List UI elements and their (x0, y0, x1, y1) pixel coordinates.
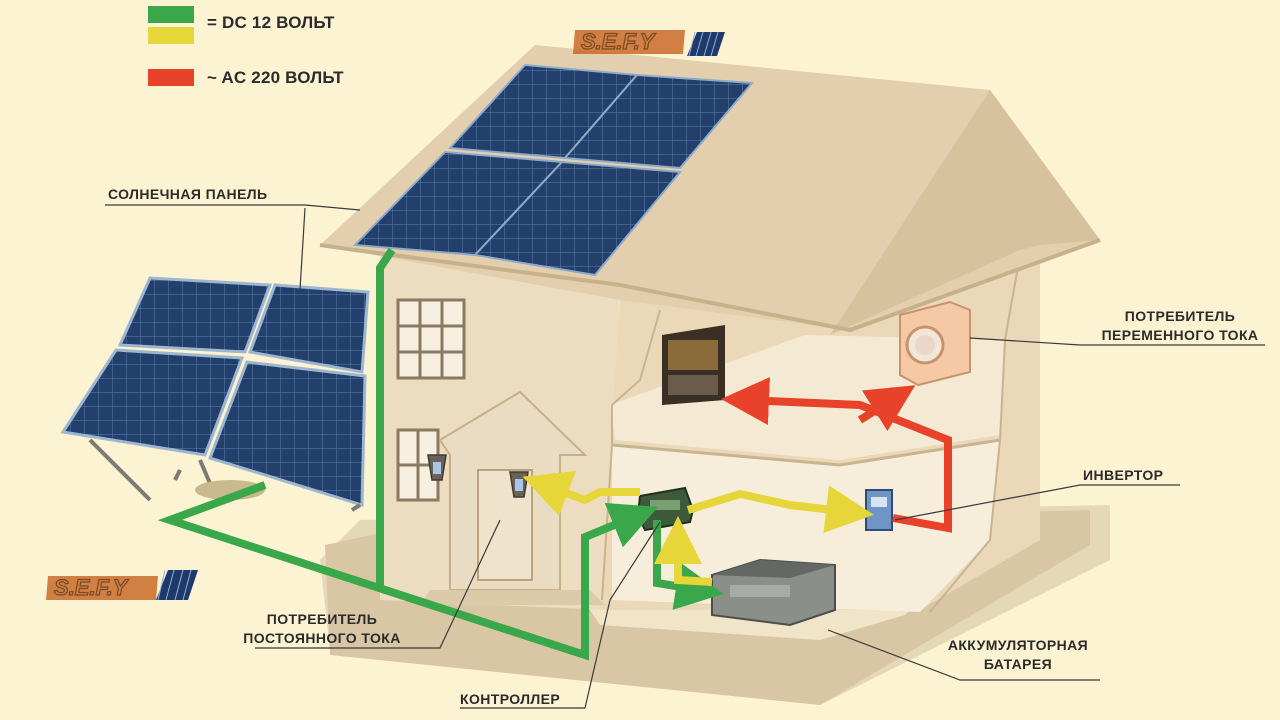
window-upper (396, 298, 466, 380)
legend-dc-label: = DC 12 ВОЛЬТ (207, 13, 335, 32)
label-battery-line1: АККУМУЛЯТОРНАЯ (947, 637, 1089, 653)
controller-icon (636, 486, 695, 532)
wall-edge (601, 309, 661, 601)
ac-wire-inverter-to-loads (721, 377, 952, 533)
dc-wire-roof-to-controller (376, 247, 396, 585)
dc-wire-battery-to-controller (654, 516, 713, 586)
sefy-logo-roof: S.E.F.Y (573, 28, 725, 57)
label-ac-consumer-line1: ПОТРЕБИТЕЛЬ (1124, 308, 1236, 324)
legend-swatch-red (148, 69, 194, 86)
roof-solar-panels (352, 63, 755, 277)
label-dc-consumer-line2: ПОСТОЯННОГО ТОКА (243, 630, 401, 646)
label-battery-line2: БАТАРЕЯ (983, 656, 1053, 672)
label-battery: АККУМУЛЯТОРНАЯ БАТАРЕЯ (928, 636, 1108, 674)
roof-gable (830, 90, 1100, 335)
dc-wire-array-to-controller (157, 481, 659, 661)
label-controller: КОНТРОЛЛЕР (460, 691, 561, 707)
svg-text:S.E.F.Y: S.E.F.Y (581, 29, 657, 54)
label-inverter: ИНВЕРТОР (1083, 467, 1164, 483)
label-ac-consumer-line2: ПЕРЕМЕННОГО ТОКА (1101, 327, 1259, 343)
ground-solar-array (60, 276, 370, 512)
wall-edge-right (929, 254, 1021, 613)
roof-edge (319, 238, 1101, 333)
legend-swatch-yellow (148, 27, 194, 44)
battery-icon (711, 558, 836, 627)
label-dc-consumer: ПОТРЕБИТЕЛЬ ПОСТОЯННОГО ТОКА (222, 610, 422, 648)
leader-lines (105, 204, 1265, 709)
label-dc-consumer-line1: ПОТРЕБИТЕЛЬ (266, 611, 378, 627)
washing-machine-icon (899, 300, 971, 387)
ac-wire-to-washer (857, 385, 916, 432)
lamp-left-icon (427, 454, 447, 481)
sefy-logo-corner: S.E.F.Y (46, 569, 198, 601)
legend-swatch-green (148, 6, 194, 23)
dc-wire-controller-to-inverter (686, 485, 874, 534)
label-solar-panel: СОЛНЕЧНАЯ ПАНЕЛЬ (108, 186, 268, 202)
inverter-icon (865, 489, 893, 531)
legend-ac-label: ~ AC 220 ВОЛЬТ (207, 68, 344, 87)
tv-icon (662, 325, 725, 405)
svg-text:S.E.F.Y: S.E.F.Y (54, 575, 130, 600)
lamp-right-icon (509, 471, 529, 498)
dc-wire-controller-to-lamp (522, 470, 640, 516)
label-ac-consumer: ПОТРЕБИТЕЛЬ ПЕРЕМЕННОГО ТОКА (1085, 307, 1275, 345)
